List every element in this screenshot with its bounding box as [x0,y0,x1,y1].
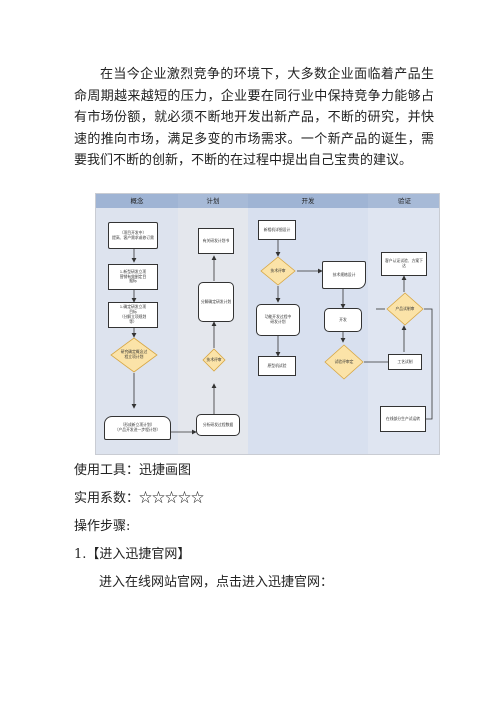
lane-header-dev: 开发 [248,194,368,208]
step1-description: 进入在线网站官网，点击进入迅捷官网： [99,575,334,590]
node-concept-target: 1.确定研发立项 目标 （分解立项规划 等） [108,302,158,328]
node-dev-build: 开发 [324,308,362,332]
node-concept-source: （项目开发中） 提高、客户需求或修订需 [108,222,158,249]
node-concept-decision-label: 研究确定概念过 程立项计划 [120,349,148,359]
node-dev-test-review: 试验评审定 [324,344,364,380]
rating-line: 实用系数：☆☆☆☆☆ [74,491,205,506]
tool-line: 使用工具：迅捷画图 [74,463,192,478]
node-verify-process: 工艺试制 [388,354,422,370]
node-verify-customer: 客户认证试验、方案下 达 [381,252,427,276]
node-plan-breakdown: 分解确定研发计划 [198,282,234,322]
node-verify-production: 在线部分生产试运转 [380,406,426,432]
node-dev-test-review-label: 试验评审定 [334,358,354,364]
flowchart-figure: 概念 计划 开发 验证 [95,193,440,455]
node-plan-doc: 有关研发计划书 [198,228,234,254]
steps-label: 操作步骤: [74,519,131,534]
lane-header-plan: 计划 [178,194,248,208]
node-plan-review-label: 技术评审 [206,356,222,362]
node-concept-output: （形成新立项计划） （产品开发进一步程计划） [104,416,171,440]
node-dev-review: 技术评审 [260,256,296,286]
node-concept-setup: 1.新型研发立项 营销有效制定目 据标 [108,264,158,290]
lane-header-verify: 验证 [368,194,439,208]
node-dev-review-label: 技术评审 [270,267,286,273]
lane-concept-body [96,208,178,454]
node-plan-review: 技术评审 [202,348,226,372]
node-verify-trial-review-label: 产品试制审 [395,305,415,311]
node-dev-design: 新相机详细设计 [258,220,296,240]
node-dev-plan: 功能开发过程中 研发计划 [256,304,300,336]
node-concept-decision: 研究确定概念过 程立项计划 [110,337,158,373]
lane-header-concept: 概念 [96,194,178,208]
node-plan-analysis: 分析研发过程数据 [196,414,240,436]
intro-paragraph: 在当今企业激烈竞争的环境下，大多数企业面临着产品生命周期越来越短的压力，企业要在… [74,67,434,168]
step1-heading: 1.【进入迅捷官网】 [74,547,191,562]
node-dev-spec: 技术规格设计 [322,261,366,289]
node-verify-trial-review: 产品试制审 [386,292,424,326]
node-dev-prototype: 原型机试验 [258,356,296,376]
